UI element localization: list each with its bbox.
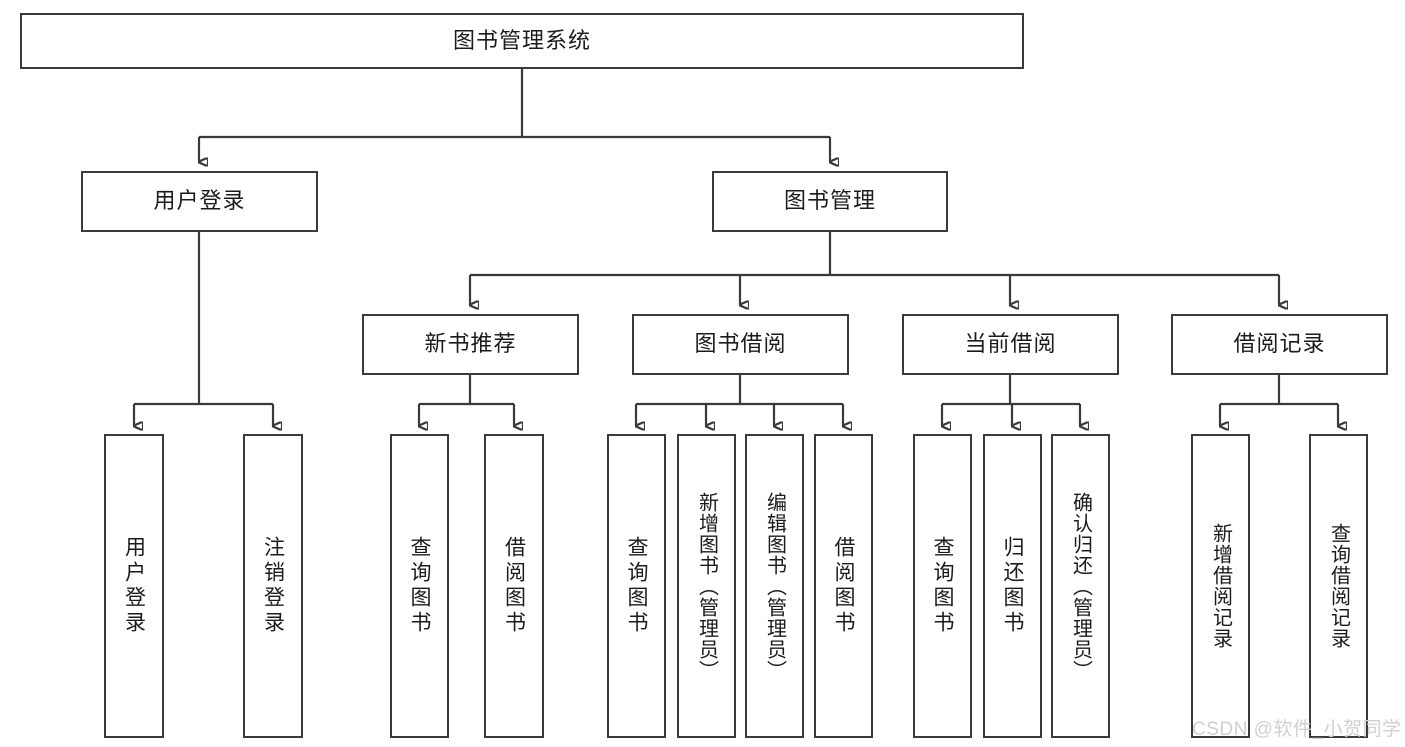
node-book-borrow[interactable]: 图书借阅 — [632, 314, 849, 375]
leaf-query-book-newbook[interactable]: 查询图书 — [390, 434, 449, 738]
leaf-add-book-admin-label: 新增图书（管理员） — [695, 491, 718, 681]
leaf-add-book-admin[interactable]: 新增图书（管理员） — [677, 434, 736, 738]
leaf-borrow-book-label: 借阅图书 — [832, 536, 855, 636]
leaf-query-book-borrow-label: 查询图书 — [625, 536, 648, 636]
leaf-user-login[interactable]: 用户登录 — [104, 434, 164, 738]
leaf-logout-login[interactable]: 注销登录 — [243, 434, 303, 738]
leaf-logout-login-label: 注销登录 — [261, 536, 285, 636]
leaf-confirm-return-admin[interactable]: 确认归还（管理员） — [1051, 434, 1110, 738]
node-book-management[interactable]: 图书管理 — [712, 171, 948, 232]
leaf-add-borrow-record-label: 新增借阅记录 — [1209, 523, 1232, 649]
node-current-borrow-label: 当前借阅 — [964, 331, 1057, 357]
node-user-login-label: 用户登录 — [153, 188, 246, 214]
leaf-query-borrow-record-label: 查询借阅记录 — [1327, 523, 1350, 649]
node-book-borrow-label: 图书借阅 — [694, 331, 787, 357]
leaf-borrow-book[interactable]: 借阅图书 — [814, 434, 873, 738]
leaf-user-login-label: 用户登录 — [122, 536, 146, 636]
leaf-borrow-book-newbook[interactable]: 借阅图书 — [484, 434, 544, 738]
leaf-query-book-current[interactable]: 查询图书 — [913, 434, 972, 738]
leaf-return-book[interactable]: 归还图书 — [983, 434, 1042, 738]
node-book-management-label: 图书管理 — [783, 188, 876, 214]
leaf-edit-book-admin[interactable]: 编辑图书（管理员） — [745, 434, 804, 738]
node-new-book-recommend[interactable]: 新书推荐 — [362, 314, 579, 375]
leaf-query-book-borrow[interactable]: 查询图书 — [607, 434, 666, 738]
node-borrow-record[interactable]: 借阅记录 — [1171, 314, 1388, 375]
leaf-confirm-return-admin-label: 确认归还（管理员） — [1069, 491, 1092, 681]
node-borrow-record-label: 借阅记录 — [1233, 331, 1326, 357]
node-current-borrow[interactable]: 当前借阅 — [902, 314, 1119, 375]
leaf-edit-book-admin-label: 编辑图书（管理员） — [763, 491, 786, 681]
node-root[interactable]: 图书管理系统 — [20, 13, 1024, 69]
node-root-label: 图书管理系统 — [452, 27, 591, 53]
leaf-query-borrow-record[interactable]: 查询借阅记录 — [1309, 434, 1368, 738]
leaf-add-borrow-record[interactable]: 新增借阅记录 — [1191, 434, 1250, 738]
leaf-query-book-current-label: 查询图书 — [931, 536, 954, 636]
leaf-borrow-book-newbook-label: 借阅图书 — [502, 536, 526, 636]
node-user-login[interactable]: 用户登录 — [81, 171, 318, 232]
csdn-watermark: CSDN @软件_小贺同学 — [1192, 719, 1402, 740]
leaf-return-book-label: 归还图书 — [1001, 536, 1024, 636]
node-new-book-recommend-label: 新书推荐 — [424, 331, 517, 357]
leaf-query-book-newbook-label: 查询图书 — [408, 536, 431, 636]
